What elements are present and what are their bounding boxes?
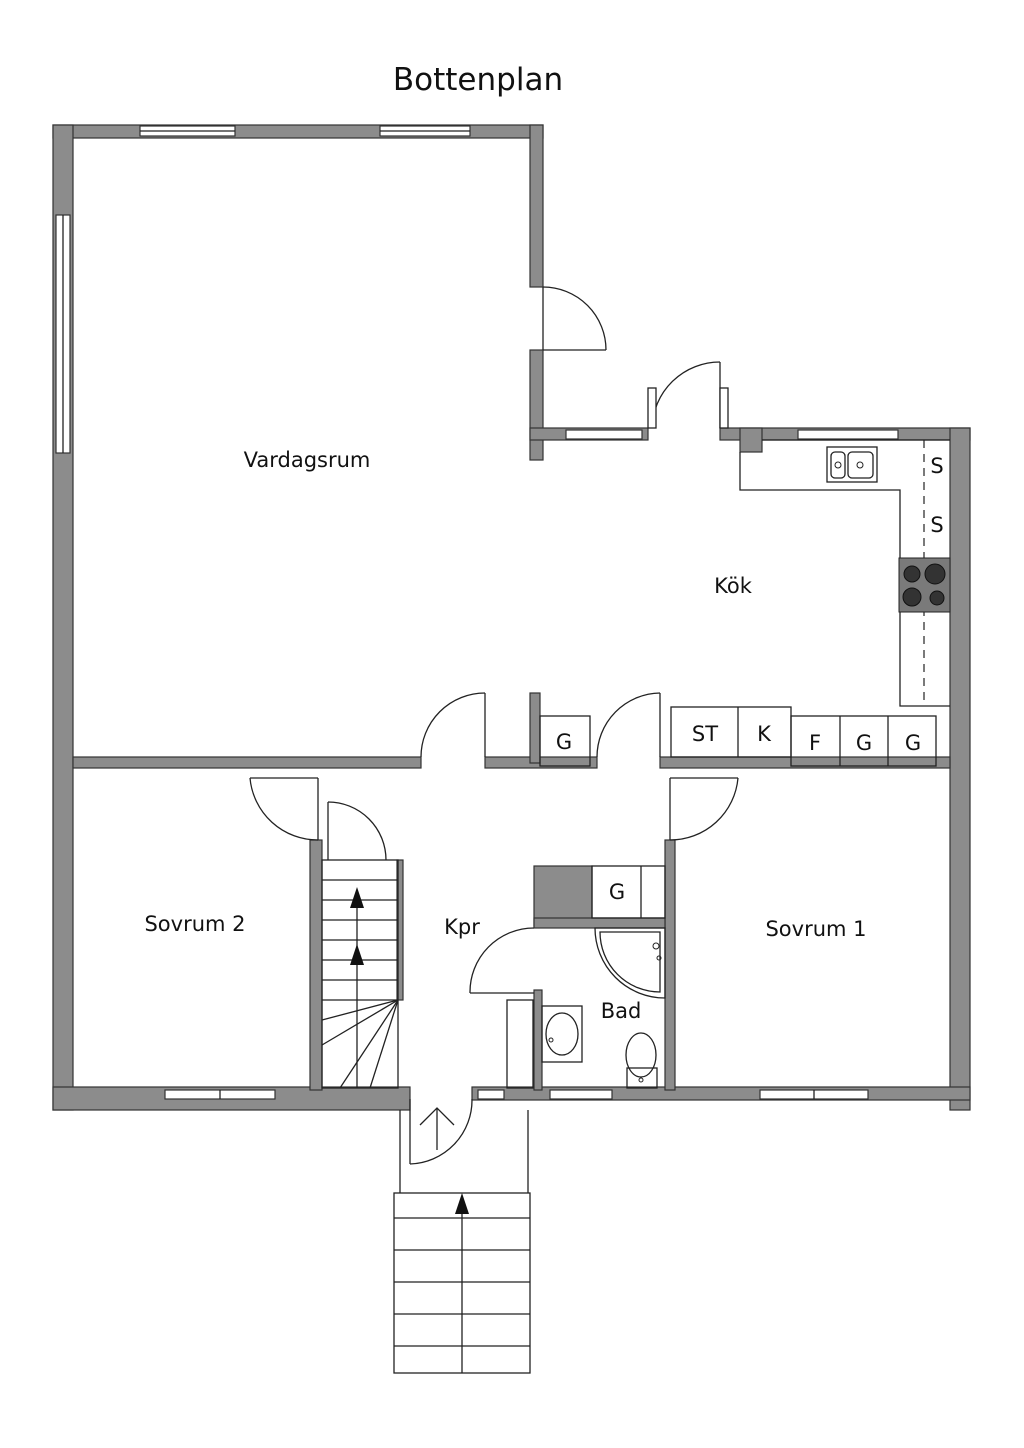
toilet-icon — [625, 1032, 658, 1089]
fixture-label-g-hall: G — [556, 730, 572, 754]
fixture-label-st: ST — [692, 722, 718, 746]
door-stair — [327, 801, 387, 861]
window-kitchen-1 — [565, 429, 643, 440]
shower-icon — [594, 927, 666, 999]
door-kitchen-exterior — [647, 361, 729, 429]
wall-bath-shaft — [533, 865, 593, 927]
room-label-kpr: Kpr — [444, 915, 480, 939]
fixture-label-g-kitchen-1: G — [856, 731, 872, 755]
room-labels: Vardagsrum Kök Sovrum 2 Sovrum 1 Kpr Bad — [144, 448, 866, 1023]
interior-stairs — [321, 859, 399, 1089]
room-label-vardagsrum: Vardagsrum — [244, 448, 371, 472]
door-sovrum2 — [249, 777, 319, 841]
wall-stair-right — [396, 859, 404, 1001]
walls — [52, 124, 971, 1111]
windows — [55, 125, 899, 1100]
fixture-label-s-top: S — [930, 454, 943, 478]
fixture-label-s-bottom: S — [930, 513, 943, 537]
wall-living-bottom-right — [659, 756, 951, 769]
closet-bath — [591, 865, 666, 919]
wall-closet-left — [529, 692, 541, 764]
fixture-label-g-bath: G — [609, 880, 625, 904]
fixture-labels: G ST K F G G G S S — [556, 454, 944, 904]
door-sovrum1 — [669, 777, 739, 841]
exterior-stairs — [393, 1107, 531, 1374]
room-label-bad: Bad — [601, 999, 642, 1023]
door-bath — [469, 927, 535, 994]
fixture-label-k: K — [757, 722, 772, 746]
wall-bath-top — [533, 917, 666, 929]
wall-living-right-upper — [529, 124, 544, 288]
wall-kitchen-notch — [739, 427, 763, 453]
arrow-up-icon — [350, 944, 364, 965]
fixture-label-f: F — [809, 731, 821, 755]
wall-sovrum1-left — [664, 839, 676, 1091]
arrow-up-icon — [455, 1193, 469, 1214]
fixture-label-g-kitchen-2: G — [905, 731, 921, 755]
door-living-exterior — [542, 286, 607, 351]
wall-living-right-lower — [529, 349, 544, 461]
room-label-sovrum2: Sovrum 2 — [144, 912, 245, 936]
wall-sovrum2-right — [309, 839, 323, 1091]
kitchen-fixtures — [670, 439, 951, 767]
stove-icon — [898, 557, 951, 613]
door-living-hall — [420, 692, 486, 758]
arrow-up-icon — [350, 887, 364, 908]
wall-living-bottom-mid — [484, 756, 598, 769]
room-label-sovrum1: Sovrum 1 — [765, 917, 866, 941]
wall-bath-left — [533, 989, 543, 1091]
hall-cabinet — [506, 999, 534, 1089]
room-label-kok: Kök — [714, 574, 753, 598]
sink-icon — [826, 446, 878, 483]
bathroom-fixtures — [506, 927, 666, 1089]
washbasin-icon — [541, 1005, 583, 1063]
window-kitchen-2 — [797, 429, 899, 440]
wall-living-bottom-left — [72, 756, 422, 769]
wall-bottom-right — [471, 1086, 971, 1101]
entrance-arrow-icon — [419, 1107, 455, 1126]
window-hall — [477, 1089, 505, 1100]
window-bath — [549, 1089, 613, 1100]
wall-right — [949, 427, 971, 1111]
closet-hall — [539, 715, 591, 767]
door-entrance — [409, 1098, 473, 1165]
plan-title: Bottenplan — [392, 62, 564, 98]
doors — [249, 286, 739, 1165]
door-kitchen-hall — [596, 692, 661, 758]
